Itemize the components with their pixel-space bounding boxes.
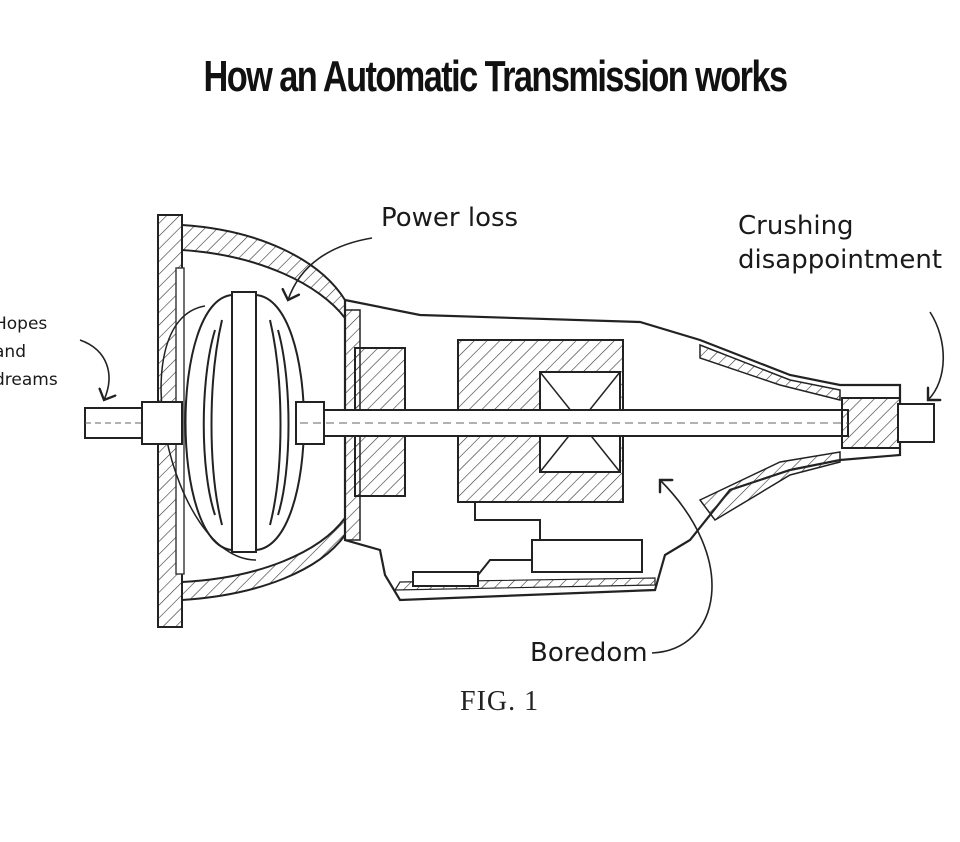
label-crushing-disappointment: Crushing disappointment xyxy=(738,209,942,277)
torque-converter xyxy=(160,291,305,561)
hopes-arrow xyxy=(79,339,109,400)
label-hopes-line1: Hopes xyxy=(0,314,48,334)
figure-caption: FIG. 1 xyxy=(460,686,540,717)
label-hopes-and-dreams: Hopes and dreams xyxy=(0,310,58,394)
label-crushing-line1: Crushing xyxy=(738,211,854,241)
input-shaft xyxy=(84,401,183,445)
output-shaft xyxy=(841,397,935,449)
power-loss-arrow xyxy=(288,237,373,300)
label-power-loss: Power loss xyxy=(381,203,519,233)
label-boredom: Boredom xyxy=(530,638,648,668)
crushing-arrow xyxy=(928,311,945,400)
label-hopes-line3: dreams xyxy=(0,370,58,390)
diagram-title: How an Automatic Transmission works xyxy=(203,52,788,101)
boredom-arrow xyxy=(651,480,713,654)
valve-body xyxy=(412,502,643,587)
label-hopes-line2: and xyxy=(0,342,26,362)
label-crushing-line2: disappointment xyxy=(738,245,943,275)
